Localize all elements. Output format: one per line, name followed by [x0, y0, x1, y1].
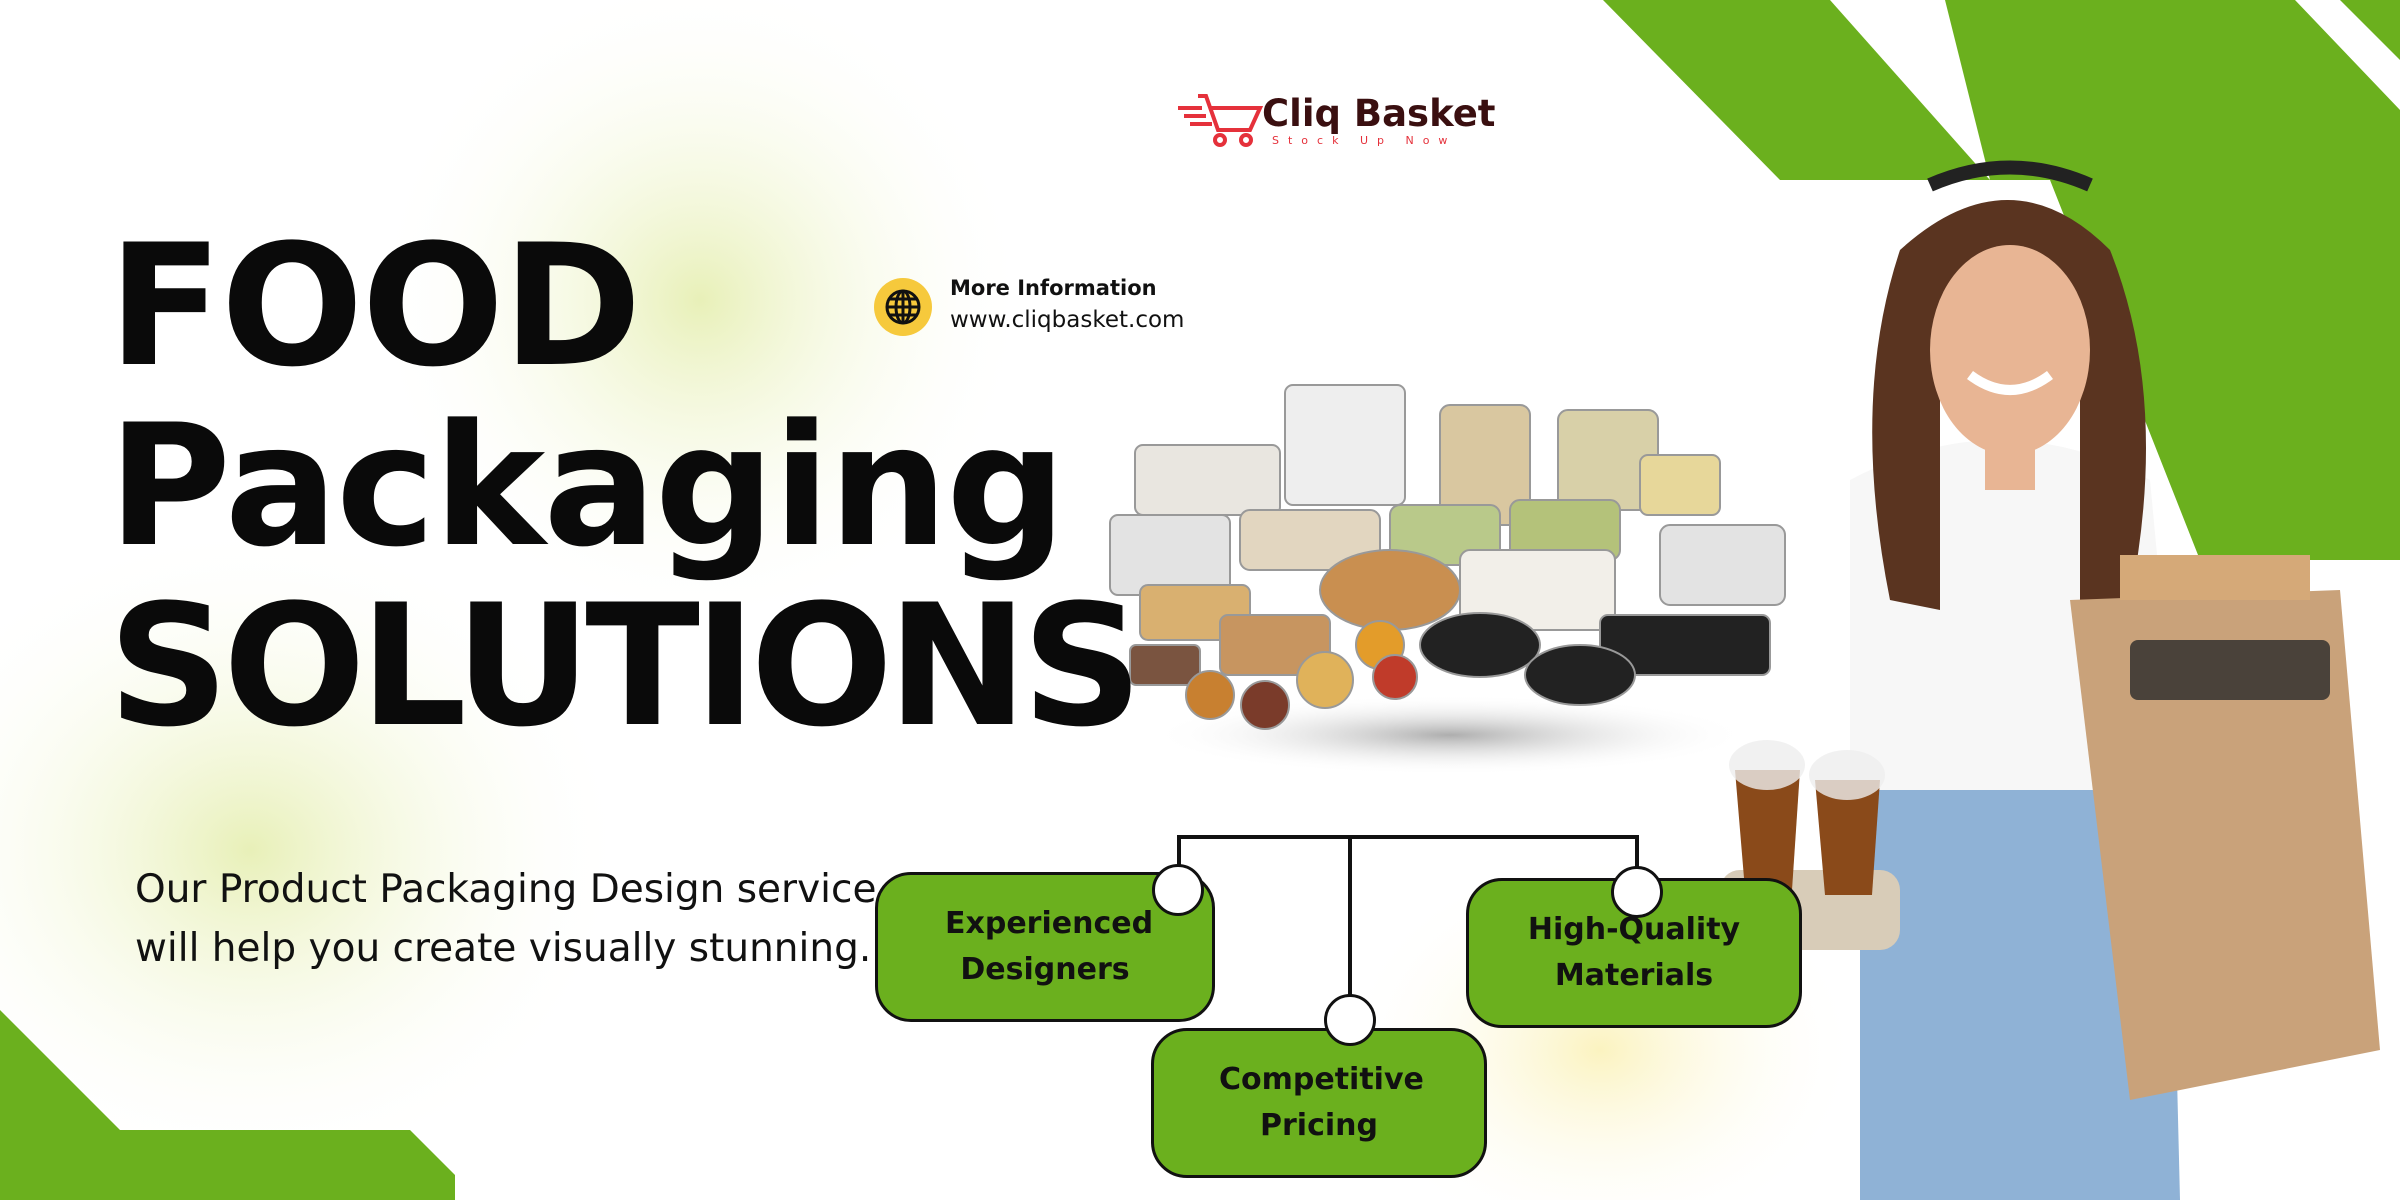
connector-node — [1611, 866, 1663, 918]
headline-line-2: Packaging — [108, 388, 1066, 584]
connector-node — [1152, 864, 1204, 916]
brand-tagline: Stock Up Now — [1272, 134, 1457, 147]
feature-label: Experienced Designers — [945, 906, 1154, 987]
brand-name: Cliq Basket — [1262, 92, 1496, 135]
cart-logo-icon — [1178, 94, 1264, 147]
headline-line-3: SOLUTIONS — [108, 568, 1143, 764]
feature-label: High-Quality Materials — [1527, 912, 1741, 993]
feature-label: Competitive Pricing — [1219, 1062, 1424, 1143]
headline-line-1: FOOD — [108, 208, 642, 404]
globe-icon — [874, 278, 932, 336]
food-containers-image — [1109, 384, 1786, 775]
connector-line — [1635, 835, 1639, 885]
connector-line — [1177, 835, 1639, 839]
woman-with-groceries-image — [1720, 160, 2380, 1200]
connector-node — [1324, 994, 1376, 1046]
info-title: More Information — [950, 276, 1157, 300]
website-link[interactable]: www.cliqbasket.com — [950, 307, 1185, 333]
description: Our Product Packaging Design service wil… — [135, 867, 877, 971]
connector-line — [1177, 835, 1181, 885]
connector-line — [1348, 835, 1352, 1015]
feature-competitive-pricing: Competitive Pricing — [1151, 1028, 1487, 1178]
